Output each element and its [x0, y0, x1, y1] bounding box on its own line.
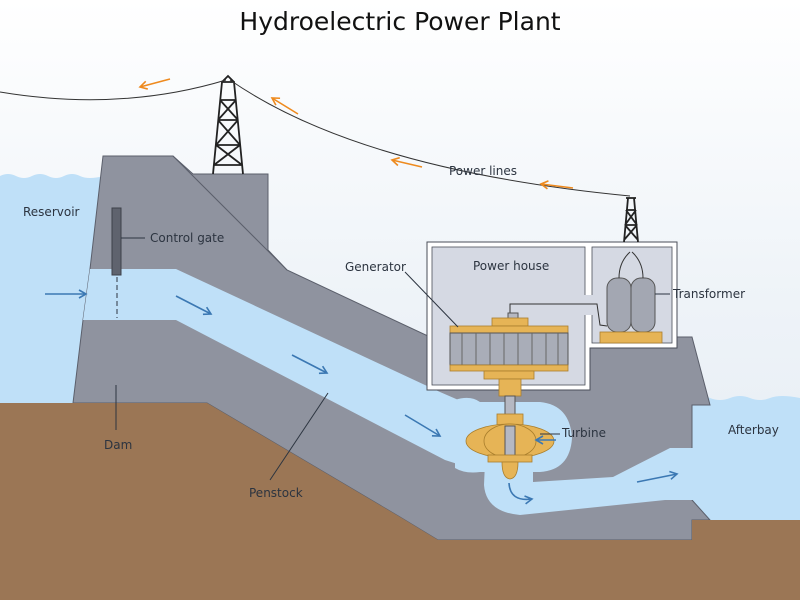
label-power-lines: Power lines [449, 164, 517, 178]
reservoir-water [0, 174, 104, 403]
flow-arrow [291, 354, 329, 375]
power-arrow [270, 97, 299, 115]
flow-arrow [508, 482, 534, 505]
ground [0, 403, 800, 600]
cable [509, 303, 608, 327]
transformer [599, 251, 663, 344]
label-reservoir: Reservoir [23, 205, 80, 219]
label-turbine: Turbine [561, 426, 606, 440]
stator-lines [461, 333, 559, 365]
label-generator: Generator [345, 260, 406, 274]
power-line-left [0, 79, 227, 101]
generator [449, 312, 569, 397]
tower-small-icon [623, 197, 639, 243]
tower-large-icon [212, 74, 244, 175]
tailrace-outlet [692, 448, 704, 500]
diagram-title: Hydroelectric Power Plant [239, 7, 560, 36]
penstock-water [83, 269, 470, 468]
power-arrow [390, 156, 423, 168]
label-power-house: Power house [473, 259, 549, 273]
label-penstock: Penstock [249, 486, 303, 500]
penstock-leader [269, 392, 329, 481]
shaft [504, 395, 516, 417]
flow-arrow [404, 414, 442, 437]
power-line-right [229, 79, 631, 197]
flow-arrow [636, 470, 679, 483]
afterbay-water [692, 396, 800, 520]
dam-edge [172, 155, 288, 271]
label-afterbay: Afterbay [728, 423, 779, 437]
generator-leader [404, 271, 459, 328]
power-arrow [539, 180, 574, 190]
turbine [465, 413, 555, 480]
label-dam: Dam [104, 438, 132, 452]
flow-arrow [175, 295, 213, 316]
control-gate [111, 207, 122, 276]
power-arrow [138, 78, 171, 90]
label-transformer: Transformer [672, 287, 745, 301]
label-control-gate: Control gate [150, 231, 224, 245]
tailrace-water [484, 448, 692, 515]
